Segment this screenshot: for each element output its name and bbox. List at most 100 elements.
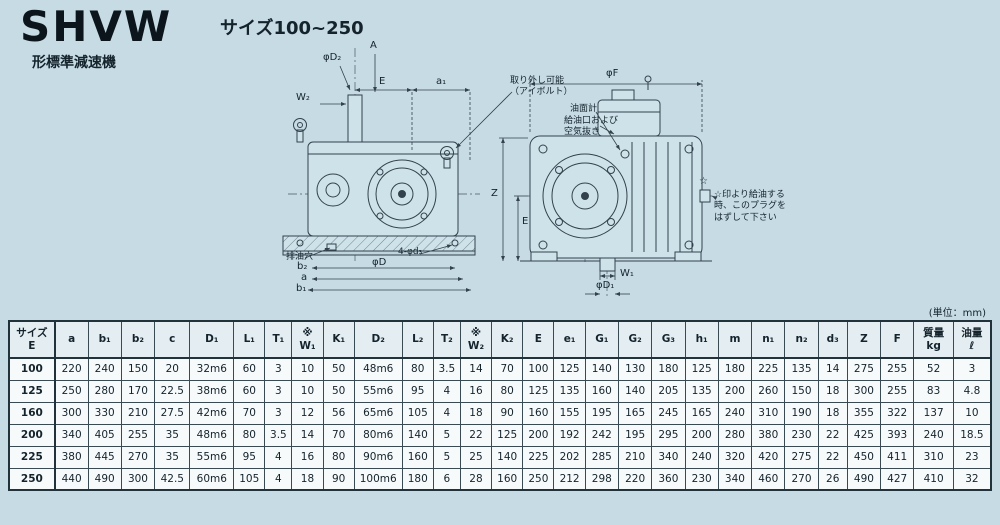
value-cell: 212: [553, 467, 586, 491]
value-cell: 160: [522, 401, 555, 425]
value-cell: 450: [846, 445, 882, 469]
value-cell: 14: [459, 357, 493, 381]
value-cell: 137: [913, 401, 954, 425]
value-cell: 393: [880, 423, 915, 447]
value-cell: 100: [522, 357, 555, 381]
value-cell: 32: [952, 467, 992, 491]
column-header: d₃: [817, 320, 848, 359]
size-cell: 225: [8, 445, 56, 469]
column-header: G₂: [617, 320, 653, 359]
value-cell: 105: [233, 467, 266, 491]
column-header: b₁: [87, 320, 122, 359]
value-cell: 60: [233, 379, 266, 403]
unit-note: (単位：mm): [928, 308, 986, 319]
value-cell: 25: [459, 445, 493, 469]
value-cell: 4: [264, 467, 293, 491]
value-cell: 320: [717, 445, 753, 469]
value-cell: 3: [264, 357, 293, 381]
value-cell: 210: [120, 401, 156, 425]
column-header: G₁: [584, 320, 619, 359]
column-header: F: [880, 320, 915, 359]
column-header: ※ W₁: [291, 320, 324, 359]
value-cell: 225: [522, 445, 555, 469]
note-eyebolt: 取り外し可能 （アイボルト）: [510, 76, 573, 98]
value-cell: 22: [817, 445, 848, 469]
value-cell: 242: [584, 423, 619, 447]
value-cell: 130: [617, 357, 653, 381]
value-cell: 52: [913, 357, 954, 381]
value-cell: 220: [617, 467, 653, 491]
value-cell: 50: [322, 379, 355, 403]
value-cell: 140: [617, 379, 653, 403]
value-cell: 240: [684, 445, 719, 469]
value-cell: 490: [87, 467, 122, 491]
dim-label-e-side: E: [522, 216, 529, 227]
value-cell: 90: [491, 401, 524, 425]
value-cell: 220: [54, 357, 89, 381]
value-cell: 22: [817, 423, 848, 447]
value-cell: 245: [651, 401, 686, 425]
value-cell: 300: [120, 467, 156, 491]
model-subtitle: 形標準減速機: [32, 55, 116, 71]
value-cell: 427: [880, 467, 915, 491]
value-cell: 42.5: [154, 467, 191, 491]
value-cell: 65m6: [353, 401, 403, 425]
value-cell: 42m6: [189, 401, 235, 425]
value-cell: 35: [154, 445, 191, 469]
column-header: ※ W₂: [459, 320, 493, 359]
value-cell: 3: [952, 357, 992, 381]
value-cell: 180: [401, 467, 434, 491]
column-header: 質量 kg: [913, 320, 954, 359]
value-cell: 180: [651, 357, 686, 381]
value-cell: 60m6: [189, 467, 235, 491]
column-header: K₂: [491, 320, 524, 359]
value-cell: 275: [846, 357, 882, 381]
column-header: n₂: [784, 320, 819, 359]
dim-label-phi-d2: φD₂: [323, 52, 342, 63]
value-cell: 10: [291, 379, 324, 403]
column-header: Z: [846, 320, 882, 359]
note-oil-gauge: 油面計: [570, 104, 598, 114]
value-cell: 192: [553, 423, 586, 447]
column-header: L₂: [401, 320, 434, 359]
value-cell: 28: [459, 467, 493, 491]
value-cell: 460: [751, 467, 786, 491]
value-cell: 270: [120, 445, 156, 469]
value-cell: 32m6: [189, 357, 235, 381]
value-cell: 80: [491, 379, 524, 403]
value-cell: 411: [880, 445, 915, 469]
value-cell: 38m6: [189, 379, 235, 403]
dim-label-phi-d1: φD₁: [596, 280, 615, 291]
column-header: n₁: [751, 320, 786, 359]
value-cell: 425: [846, 423, 882, 447]
value-cell: 140: [491, 445, 524, 469]
column-header: 油量 ℓ: [952, 320, 992, 359]
value-cell: 140: [401, 423, 434, 447]
value-cell: 14: [817, 357, 848, 381]
size-cell: 100: [8, 357, 56, 381]
value-cell: 18: [817, 379, 848, 403]
value-cell: 380: [751, 423, 786, 447]
value-cell: 4: [432, 379, 461, 403]
value-cell: 55m6: [189, 445, 235, 469]
note-oil-filler: 給油口および 空気抜き: [564, 116, 619, 138]
value-cell: 125: [491, 423, 524, 447]
value-cell: 445: [87, 445, 122, 469]
size-cell: 250: [8, 467, 56, 491]
value-cell: 135: [784, 357, 819, 381]
value-cell: 360: [651, 467, 686, 491]
value-cell: 225: [751, 357, 786, 381]
column-header: e₁: [553, 320, 586, 359]
value-cell: 275: [784, 445, 819, 469]
value-cell: 165: [617, 401, 653, 425]
column-header: G₃: [651, 320, 686, 359]
value-cell: 4: [432, 401, 461, 425]
value-cell: 23: [952, 445, 992, 469]
value-cell: 230: [784, 423, 819, 447]
dim-label-w2: W₂: [296, 92, 310, 103]
